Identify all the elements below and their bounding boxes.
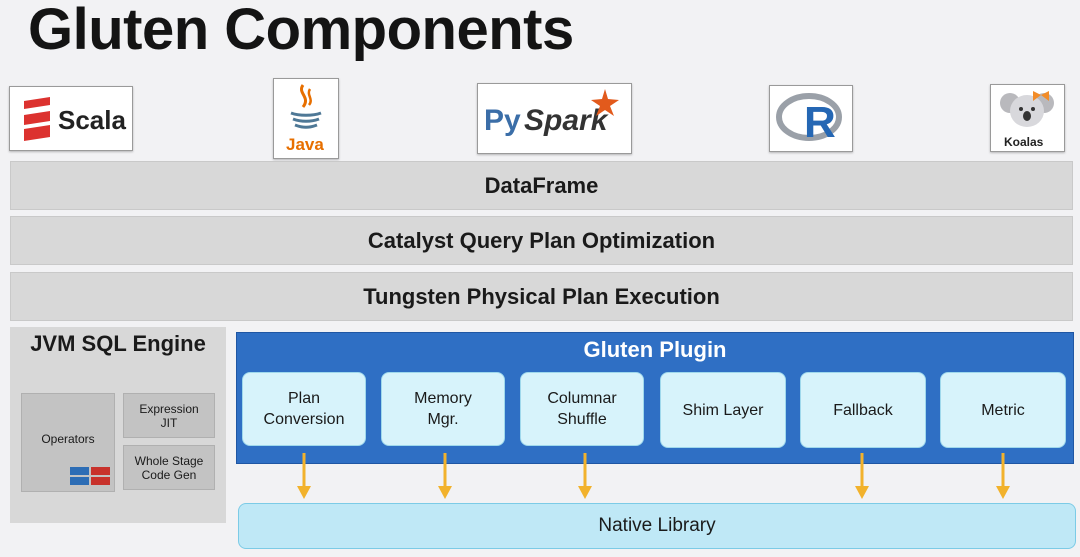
r-label: R xyxy=(804,98,836,146)
plan-conversion-module: Plan Conversion xyxy=(242,372,366,446)
koala-icon xyxy=(1000,91,1054,127)
java-logo: Java xyxy=(273,78,339,159)
dataframe-layer: DataFrame xyxy=(10,161,1073,210)
scala-icon xyxy=(24,97,50,141)
memory-manager-module: Memory Mgr. xyxy=(381,372,505,446)
pyspark-logo: Py Spark xyxy=(477,83,632,154)
java-label: Java xyxy=(286,135,324,154)
catalyst-layer: Catalyst Query Plan Optimization xyxy=(10,216,1073,265)
columnar-shuffle-module: Columnar Shuffle xyxy=(520,372,644,446)
operators-box: Operators xyxy=(21,393,115,492)
whole-stage-codegen-box: Whole Stage Code Gen xyxy=(123,445,215,490)
gluten-plugin-title: Gluten Plugin xyxy=(583,337,727,362)
expression-jit-box: Expression JIT xyxy=(123,393,215,438)
operators-grid-icon xyxy=(70,467,110,485)
jvm-title: JVM SQL Engine xyxy=(30,331,206,356)
pyspark-spark-label: Spark xyxy=(524,104,608,137)
spark-star-icon xyxy=(591,89,619,116)
r-language-icon: R xyxy=(776,93,842,146)
fallback-module: Fallback xyxy=(800,372,926,448)
shim-layer-module: Shim Layer xyxy=(660,372,786,448)
r-logo: R xyxy=(769,85,853,152)
scala-logo: Scala xyxy=(9,86,133,151)
java-cup-icon xyxy=(290,84,322,129)
pyspark-py-label: Py xyxy=(484,104,521,137)
operators-label: Operators xyxy=(41,431,95,446)
native-library: Native Library xyxy=(238,503,1076,549)
scala-label: Scala xyxy=(58,105,126,135)
metric-module: Metric xyxy=(940,372,1066,448)
page-title: Gluten Components xyxy=(28,0,574,62)
koalas-label: Koalas xyxy=(1004,135,1044,149)
koalas-logo: Koalas xyxy=(990,84,1065,152)
gluten-plugin: Gluten Plugin xyxy=(236,332,1074,464)
tungsten-layer: Tungsten Physical Plan Execution xyxy=(10,272,1073,321)
